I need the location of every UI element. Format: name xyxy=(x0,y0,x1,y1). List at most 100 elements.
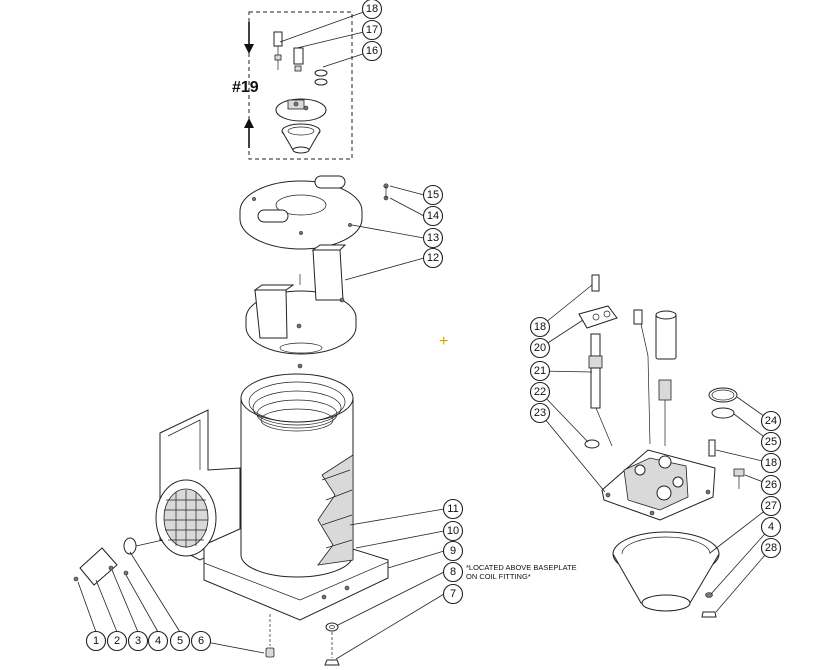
svg-text:6: 6 xyxy=(198,635,204,647)
svg-text:16: 16 xyxy=(366,45,378,57)
svg-text:7: 7 xyxy=(450,588,456,600)
svg-text:21: 21 xyxy=(534,365,546,377)
svg-text:24: 24 xyxy=(765,415,777,427)
arrow-up-icon xyxy=(244,118,254,148)
svg-text:22: 22 xyxy=(534,386,546,398)
main-body-cylinder xyxy=(155,373,389,621)
burner-cone-part-27 xyxy=(612,531,720,612)
callout-18-right-lower: 18 xyxy=(760,452,782,474)
callout-18: 18 xyxy=(361,0,383,20)
svg-text:28: 28 xyxy=(765,542,777,554)
svg-text:18: 18 xyxy=(366,3,378,15)
screw-part-18-right xyxy=(708,439,716,457)
callout-12: 12 xyxy=(422,247,444,269)
callout-23: 23 xyxy=(529,402,551,424)
svg-text:27: 27 xyxy=(765,500,777,512)
nut-part-28 xyxy=(701,611,717,618)
top-cover-plate xyxy=(239,175,363,250)
callout-27: 27 xyxy=(760,495,782,517)
svg-text:23: 23 xyxy=(534,407,546,419)
callout-15: 15 xyxy=(422,184,444,206)
svg-text:8: 8 xyxy=(450,566,456,578)
callout-13: 13 xyxy=(422,227,444,249)
callout-14: 14 xyxy=(422,205,444,227)
arrow-down-icon xyxy=(244,22,254,54)
callout-4-right: 4 xyxy=(760,516,782,538)
right-burner-assembly xyxy=(578,274,745,618)
window-part-25 xyxy=(711,407,735,419)
sensor-small xyxy=(293,47,304,72)
cover-plate-part-1 xyxy=(79,547,118,586)
leader-lines xyxy=(77,8,772,660)
gasket-part-22 xyxy=(584,439,600,449)
callout-1: 1 xyxy=(85,630,107,652)
left-small-parts xyxy=(73,537,275,658)
washer-part-3 xyxy=(108,565,114,571)
flame-sensor xyxy=(633,309,651,445)
burner-plate-small xyxy=(275,98,327,122)
callout-26: 26 xyxy=(760,474,782,496)
svg-text:11: 11 xyxy=(447,503,458,515)
svg-text:17: 17 xyxy=(366,24,378,36)
spark-igniter-small xyxy=(273,31,283,70)
callout-4: 4 xyxy=(147,630,169,652)
callouts: 18 17 16 15 14 13 12 11 10 9 8 7 1 2 3 4… xyxy=(85,0,782,652)
callout-6: 6 xyxy=(190,630,212,652)
callout-3: 3 xyxy=(127,630,149,652)
subassembly-19-frame xyxy=(248,11,353,160)
fitting-part-5 xyxy=(123,537,164,555)
svg-text:20: 20 xyxy=(534,342,546,354)
svg-text:25: 25 xyxy=(765,436,777,448)
crosshair-marker: + xyxy=(439,333,448,350)
svg-text:2: 2 xyxy=(114,635,120,647)
svg-text:4: 4 xyxy=(768,521,774,533)
callout-5: 5 xyxy=(169,630,191,652)
svg-text:3: 3 xyxy=(135,635,141,647)
screw-part-18 xyxy=(591,274,600,292)
svg-text:5: 5 xyxy=(177,635,183,647)
callout-20: 20 xyxy=(529,337,551,359)
callout-9: 9 xyxy=(442,540,464,562)
note-line-1: *LOCATED ABOVE BASEPLATE xyxy=(466,563,577,572)
subassembly-19-group: #19 xyxy=(232,11,353,160)
svg-text:4: 4 xyxy=(155,635,161,647)
callout-11: 11 xyxy=(442,498,464,520)
callout-21: 21 xyxy=(529,360,551,382)
bracket-part-20 xyxy=(578,305,618,329)
svg-text:13: 13 xyxy=(427,232,439,244)
callout-17: 17 xyxy=(361,19,383,41)
callout-10: 10 xyxy=(442,520,464,542)
callout-28: 28 xyxy=(760,537,782,559)
screw-part-2 xyxy=(73,576,79,582)
subassembly-19-label: #19 xyxy=(232,79,259,96)
sight-glass-tube xyxy=(655,310,677,446)
screw-washer-15-14 xyxy=(383,183,389,201)
callout-7: 7 xyxy=(442,583,464,605)
callout-18-right: 18 xyxy=(529,316,551,338)
callout-24: 24 xyxy=(760,410,782,432)
svg-text:15: 15 xyxy=(427,189,439,201)
callout-16: 16 xyxy=(361,40,383,62)
burner-cone-small xyxy=(281,123,321,154)
baffle-duct-assembly xyxy=(245,244,357,369)
svg-text:1: 1 xyxy=(93,635,99,647)
burner-plate-part-23 xyxy=(601,449,716,521)
callout-25: 25 xyxy=(760,431,782,453)
callout-8: 8 xyxy=(442,561,464,583)
gasket-small xyxy=(314,78,328,86)
igniter-part-21 xyxy=(588,333,613,447)
bolt-part-26 xyxy=(733,468,745,489)
callout-22: 22 xyxy=(529,381,551,403)
svg-text:9: 9 xyxy=(450,545,456,557)
svg-text:12: 12 xyxy=(427,252,439,264)
callout-2: 2 xyxy=(106,630,128,652)
plug-part-6 xyxy=(265,614,275,658)
svg-text:10: 10 xyxy=(447,525,459,537)
washer-nut-7-8 xyxy=(324,622,340,666)
svg-text:18: 18 xyxy=(765,457,777,469)
svg-text:14: 14 xyxy=(427,210,439,222)
o-ring-small xyxy=(314,69,328,77)
nut-part-4 xyxy=(123,570,129,576)
svg-text:26: 26 xyxy=(765,479,777,491)
